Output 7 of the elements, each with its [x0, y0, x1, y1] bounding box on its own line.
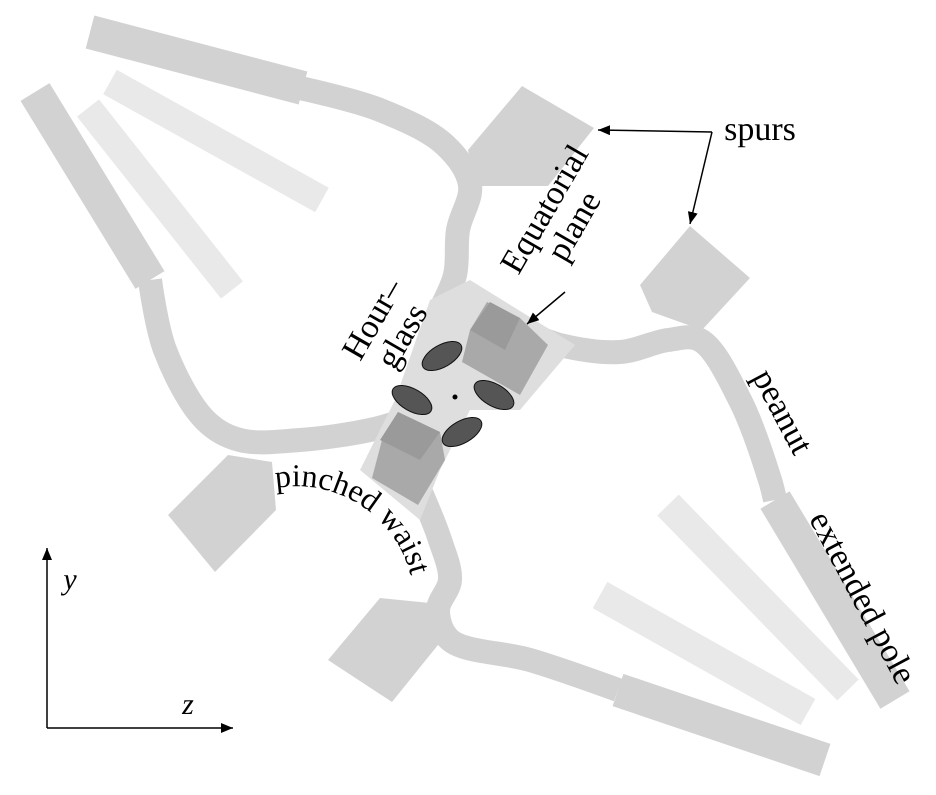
- axis-label: z: [182, 690, 194, 720]
- axis-label: y: [63, 565, 77, 595]
- arrow: [688, 132, 713, 224]
- arrow: [526, 291, 566, 325]
- spur-shape: [640, 226, 750, 330]
- spurs-label: spurs: [724, 113, 796, 147]
- arrow: [598, 125, 712, 136]
